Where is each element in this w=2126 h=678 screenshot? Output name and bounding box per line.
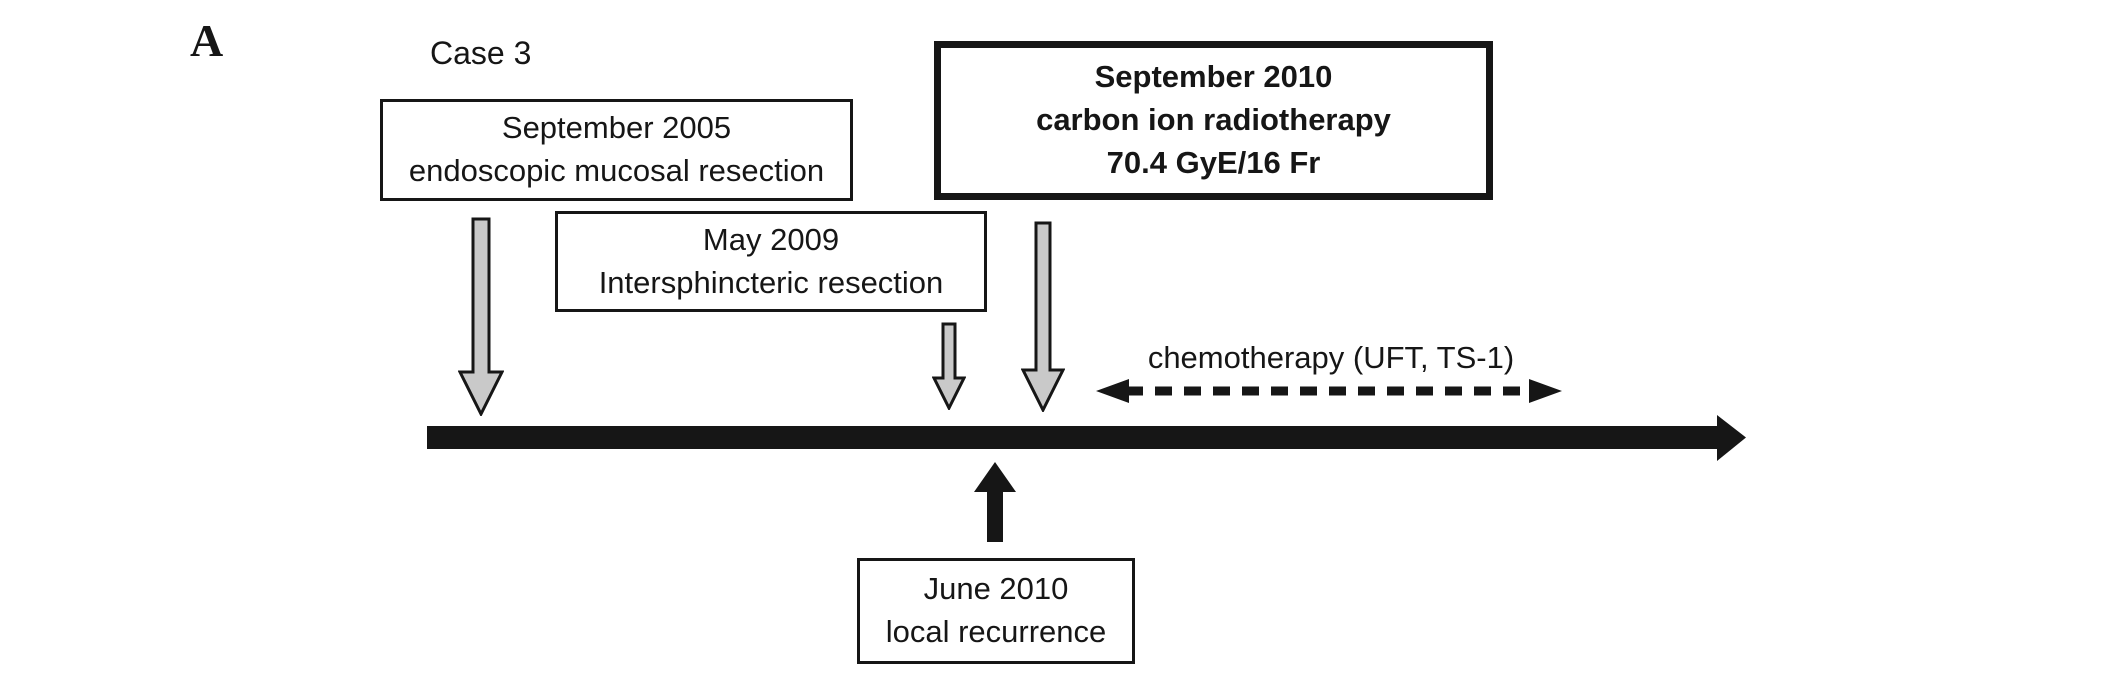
event-box-emr: September 2005 endoscopic mucosal resect…: [380, 99, 853, 201]
figure-panel-label: A: [190, 15, 224, 66]
event-dose: 70.4 GyE/16 Fr: [1106, 144, 1321, 180]
recurrence-up-arrow-icon: [974, 461, 1016, 543]
event-date: September 2005: [501, 110, 732, 146]
event-title: endoscopic mucosal resection: [408, 153, 825, 188]
event-date: September 2010: [1094, 59, 1333, 95]
event-title: local recurrence: [885, 614, 1107, 649]
down-arrow-emr-icon: [458, 217, 504, 416]
event-box-recurrence: June 2010 local recurrence: [857, 558, 1135, 664]
event-date: May 2009: [702, 221, 840, 257]
event-title: Intersphincteric resection: [598, 264, 944, 300]
down-arrow-isr-icon: [932, 322, 966, 410]
event-box-isr: May 2009 Intersphincteric resection: [555, 211, 987, 312]
chemo-dashed-arrow-icon: [1096, 376, 1562, 406]
event-box-cirt: September 2010 carbon ion radiotherapy 7…: [934, 41, 1493, 200]
event-title: carbon ion radiotherapy: [1036, 102, 1391, 138]
down-arrow-cirt-icon: [1021, 221, 1065, 412]
case-label: Case 3: [430, 35, 532, 71]
chemo-label: chemotherapy (UFT, TS-1): [1147, 340, 1515, 375]
timeline-axis-icon: [427, 410, 1749, 468]
event-date: June 2010: [923, 571, 1069, 607]
